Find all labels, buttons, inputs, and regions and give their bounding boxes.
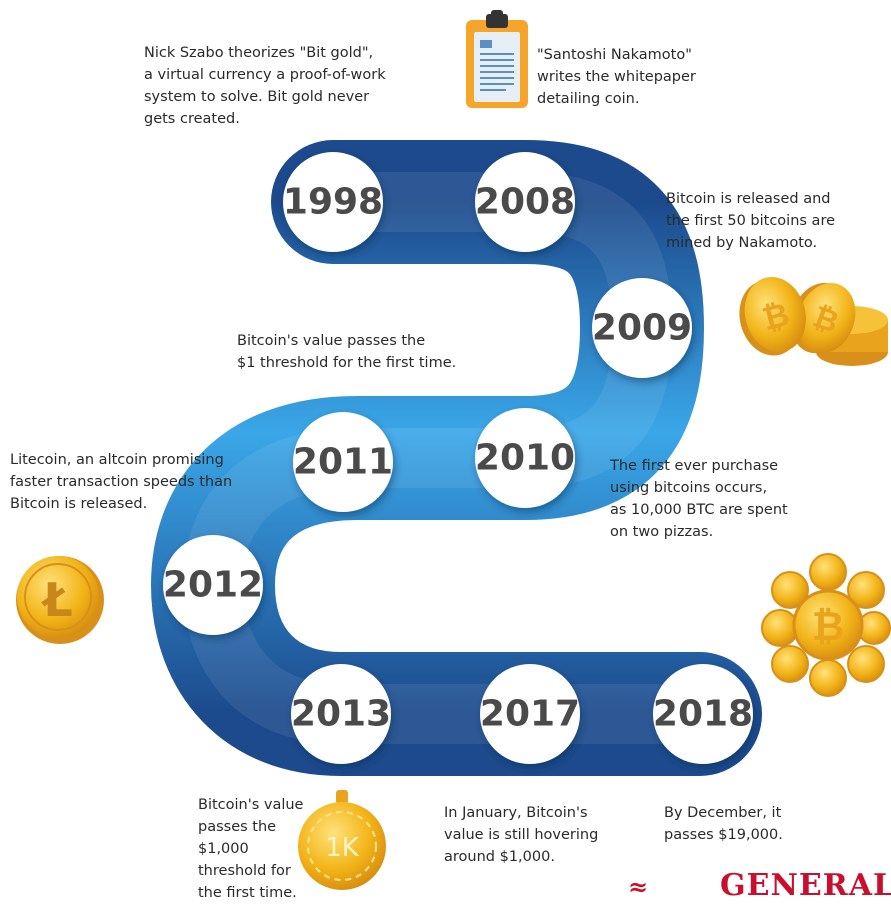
bitcoin-coins-icon: ₿ ₿ (739, 276, 888, 366)
description-line: In January, Bitcoin's (444, 805, 588, 821)
year-node-2013: 2013 (291, 664, 391, 764)
description-line: detailing coin. (537, 91, 640, 107)
description-2013: Bitcoin's value passes the $1,000 threshold… (198, 794, 303, 904)
year-node-2011: 2011 (293, 412, 393, 512)
description-2010: The first ever purchase using bitcoins oc… (610, 455, 788, 543)
clipboard-icon (466, 10, 528, 108)
year-node-2009: 2009 (592, 278, 692, 378)
year-node-2012: 2012 (163, 535, 263, 635)
description-line: Litecoin, an altcoin promising (10, 452, 224, 468)
gold-medal-icon: 1K (298, 790, 386, 890)
svg-text:₿: ₿ (812, 604, 845, 650)
year-node-1998: 1998 (283, 152, 383, 252)
litecoin-coin-icon: Ł (16, 556, 104, 644)
description-line: a virtual currency a proof-of-work (144, 67, 386, 83)
description-line: Bitcoin is released and (666, 191, 831, 207)
description-1998: Nick Szabo theorizes "Bit gold", a virtua… (144, 42, 386, 130)
year-label: 2010 (475, 438, 575, 479)
description-line: as 10,000 BTC are spent (610, 502, 788, 518)
svg-text:Ł: Ł (40, 573, 73, 627)
bitcoin-cluster-icon: ₿ (761, 553, 891, 697)
description-line: "Santoshi Nakamoto" (537, 47, 692, 63)
description-2009: Bitcoin is released and the first 50 bitc… (666, 188, 835, 254)
description-line: $1 threshold for the first time. (237, 355, 457, 371)
description-line: $1,000 (198, 841, 249, 857)
description-line: writes the whitepaper (537, 69, 696, 85)
description-line: Bitcoin's value passes the (237, 333, 426, 349)
description-line: passes the (198, 819, 277, 835)
year-label: 2008 (475, 182, 575, 223)
medal-label: 1K (325, 833, 360, 863)
description-line: gets created. (144, 111, 240, 127)
description-line: Bitcoin is released. (10, 496, 148, 512)
description-line: around $1,000. (444, 849, 555, 865)
description-line: threshold for (198, 863, 291, 879)
description-line: system to solve. Bit gold never (144, 89, 370, 105)
generali-logo: ≈ (628, 872, 649, 901)
description-line: mined by Nakamoto. (666, 235, 818, 251)
description-2008: "Santoshi Nakamoto" writes the whitepaper… (537, 44, 696, 110)
description-line: By December, it (664, 805, 782, 821)
year-label: 2012 (163, 565, 263, 606)
year-label: 1998 (283, 182, 383, 223)
year-node-2017: 2017 (480, 664, 580, 764)
year-node-2008: 2008 (475, 152, 575, 252)
description-2012: Litecoin, an altcoin promising faster tra… (10, 449, 232, 515)
year-node-2010: 2010 (475, 408, 575, 508)
description-line: faster transaction speeds than (10, 474, 233, 490)
description-line: Bitcoin's value (198, 797, 304, 813)
year-label: 2013 (291, 694, 391, 735)
description-line: using bitcoins occurs, (610, 480, 768, 496)
description-line: the first time. (198, 885, 297, 901)
description-line: the first 50 bitcoins are (666, 213, 836, 229)
description-line: The first ever purchase (610, 458, 779, 474)
year-node-2018: 2018 (653, 664, 753, 764)
year-label: 2017 (480, 694, 580, 735)
year-label: 2018 (653, 694, 753, 735)
description-2011: Bitcoin's value passes the $1 threshold f… (237, 330, 456, 374)
description-line: Nick Szabo theorizes "Bit gold", (144, 45, 374, 61)
description-line: on two pizzas. (610, 524, 714, 540)
description-line: passes $19,000. (664, 827, 783, 843)
brand-wordmark: GENERALI (720, 868, 891, 903)
year-label: 2011 (293, 442, 393, 483)
year-label: 2009 (592, 308, 692, 349)
description-2018: By December, it passes $19,000. (664, 802, 783, 846)
description-line: value is still hovering (444, 827, 599, 843)
description-2017: In January, Bitcoin's value is still hove… (444, 802, 598, 868)
